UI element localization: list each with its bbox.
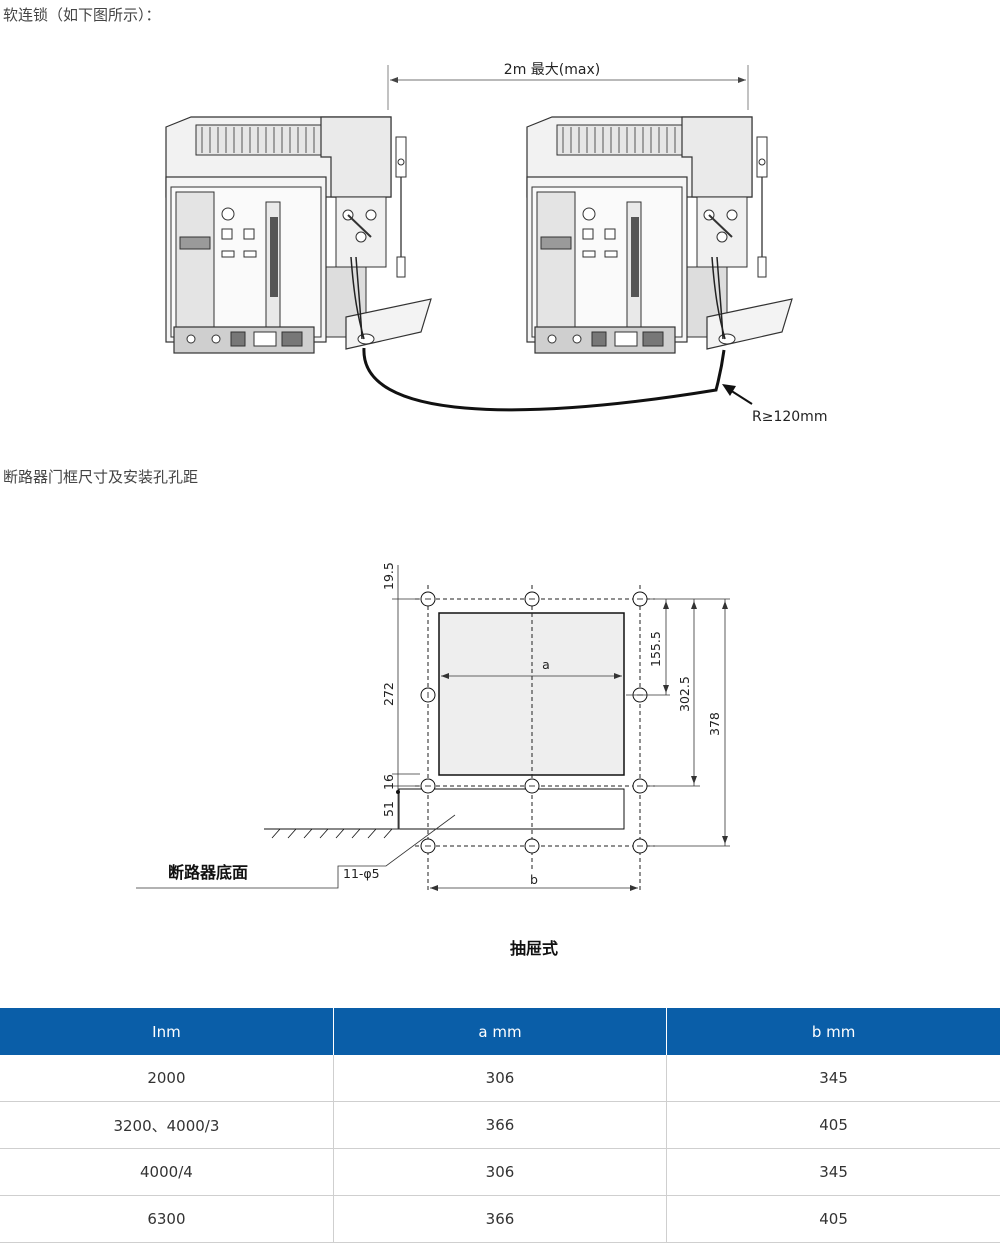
dim-16: 16: [381, 774, 396, 790]
distance-label: 2m 最大(max): [504, 62, 600, 78]
section-title-soft-interlock: 软连锁（如下图所示）：: [3, 6, 161, 24]
cell-b: 405: [666, 1101, 1000, 1149]
radius-label: R≥120mm: [752, 409, 827, 425]
cell-inm: 3200、4000/3: [0, 1101, 334, 1149]
dim-b: b: [530, 872, 538, 887]
column-header-b: b mm: [666, 1008, 1000, 1055]
column-header-inm: Inm: [0, 1008, 334, 1055]
distance-dimension: 2m 最大(max): [387, 60, 749, 110]
dim-19-5: 19.5: [381, 562, 396, 590]
section-title-dimensions: 断路器门框尺寸及安装孔孔距: [3, 468, 199, 486]
mounting-drawing: 19.5 272 16 51 155.5 302.5 378 a b 11-φ5…: [136, 562, 730, 958]
drawing-caption: 抽屉式: [510, 939, 558, 958]
breaker-left-illustration: [165, 116, 432, 354]
cell-a: 366: [333, 1101, 668, 1149]
dim-378: 378: [707, 712, 722, 736]
dim-155-5: 155.5: [648, 631, 663, 667]
dim-51: 51: [381, 801, 396, 817]
cell-b: 405: [666, 1195, 1000, 1243]
cell-b: 345: [666, 1055, 1000, 1102]
table-row: 2000 306 345: [0, 1055, 1000, 1102]
cell-a: 306: [333, 1055, 668, 1102]
dim-272: 272: [381, 682, 396, 706]
table-row: 4000/4 306 345: [0, 1148, 1000, 1196]
base-label: 断路器底面: [168, 863, 248, 882]
interlock-cable: [362, 347, 726, 412]
radius-callout: R≥120mm: [722, 384, 827, 425]
column-header-a: a mm: [333, 1008, 668, 1055]
dim-302-5: 302.5: [677, 676, 692, 712]
table-header-row: Inm a mm b mm: [0, 1008, 1000, 1055]
table-row: 3200、4000/3 366 405: [0, 1101, 1000, 1149]
table-row: 6300 366 405: [0, 1195, 1000, 1243]
dimension-table: Inm a mm b mm 2000 306 345 3200、4000/3 3…: [0, 1008, 1000, 1243]
cell-inm: 2000: [0, 1055, 334, 1102]
breaker-right-illustration: [526, 116, 793, 354]
base-rectangle: [398, 788, 625, 830]
cell-inm: 4000/4: [0, 1148, 334, 1196]
holes-label: 11-φ5: [343, 866, 380, 881]
cell-a: 366: [333, 1195, 668, 1243]
cell-b: 345: [666, 1148, 1000, 1196]
diagrams-canvas: 2m 最大(max) R≥120mm: [136, 60, 827, 958]
cell-inm: 6300: [0, 1195, 334, 1243]
cell-a: 306: [333, 1148, 668, 1196]
dim-a: a: [542, 657, 550, 672]
